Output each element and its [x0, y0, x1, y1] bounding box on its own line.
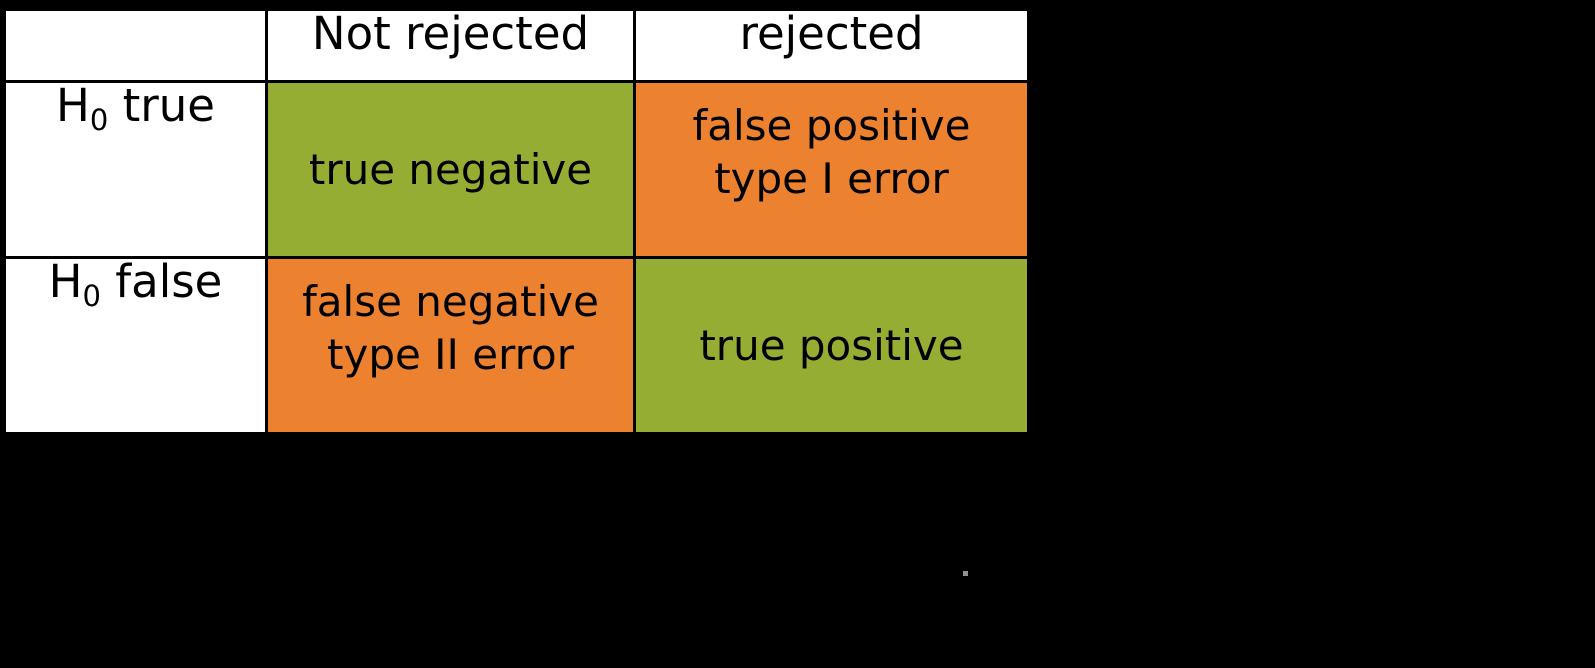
cell-true-positive: true positive [633, 255, 1030, 436]
table-row: H0 false false negative type II error tr… [3, 254, 1030, 436]
column-header-rejected: rejected [633, 8, 1030, 83]
row-header-h0-false-tail: false [100, 254, 223, 308]
cell-false-positive-line-1: false positive [692, 100, 971, 150]
cell-false-positive-line-2: type I error [714, 154, 949, 204]
table-header-row: Not rejected rejected [3, 8, 1030, 83]
cell-false-negative-line-1: false negative [302, 276, 599, 326]
table-row: H0 true true negative false positive typ… [3, 78, 1030, 259]
confusion-matrix-table: Not rejected rejected H0 true true negat… [3, 8, 1030, 436]
row-header-h0-false: H0 false [3, 254, 268, 436]
stray-speck [963, 571, 968, 576]
column-header-not-rejected: Not rejected [265, 8, 636, 83]
cell-false-positive: false positive type I error [633, 79, 1030, 259]
row-header-h0-true-symbol: H [56, 78, 90, 132]
cell-false-negative: false negative type II error [265, 255, 636, 436]
row-header-h0-true: H0 true [3, 78, 268, 259]
row-header-h0-true-subscript: 0 [89, 102, 109, 137]
row-header-h0-false-subscript: 0 [82, 278, 101, 313]
row-header-h0-true-tail: true [108, 78, 215, 132]
corner-cell [3, 8, 268, 83]
cell-true-negative: true negative [265, 79, 636, 259]
cell-true-positive-line-1: true positive [699, 320, 964, 370]
cell-false-negative-line-2: type II error [327, 330, 574, 380]
row-header-h0-false-symbol: H [48, 254, 83, 308]
cell-true-negative-line-1: true negative [308, 144, 593, 194]
